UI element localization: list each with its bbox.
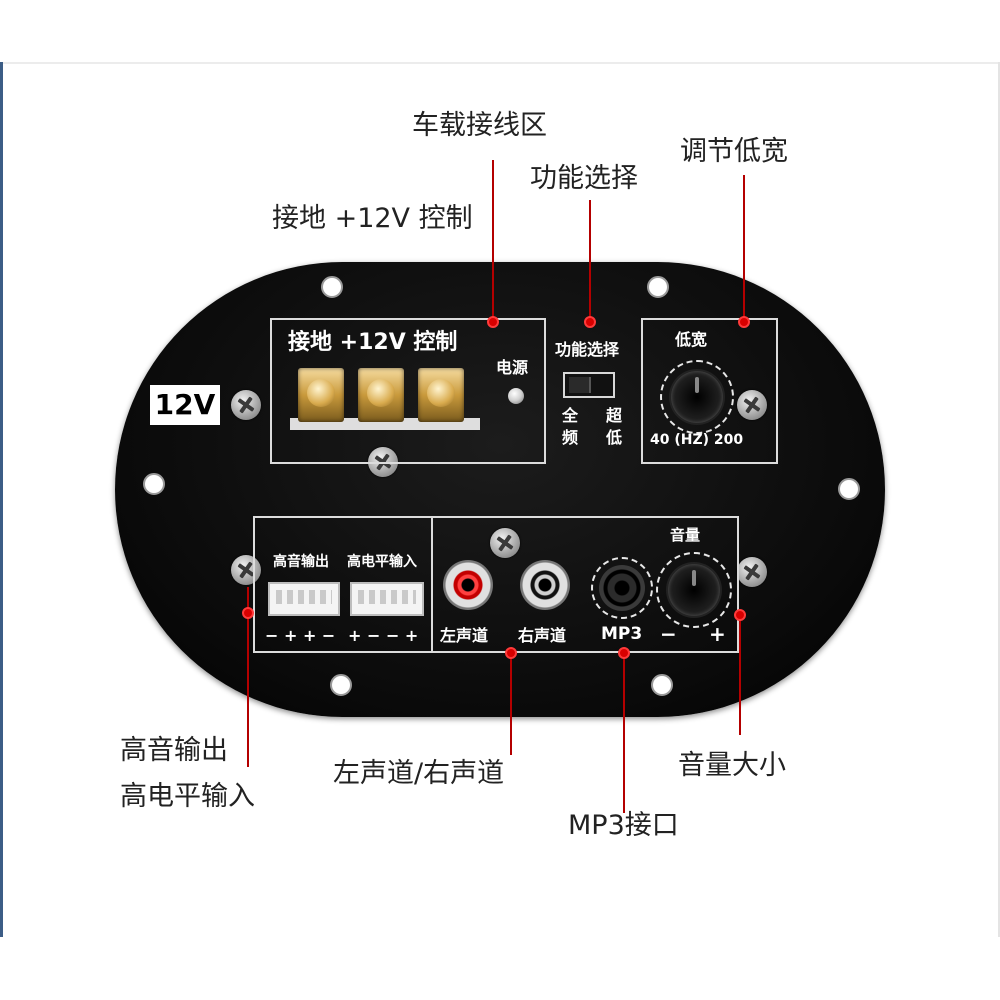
leader-line-function-select: [589, 200, 591, 322]
leader-dot-mp3: [618, 647, 630, 659]
mounting-hole: [838, 478, 860, 500]
callout-volume-size: 音量大小: [678, 750, 786, 781]
mounting-hole: [143, 473, 165, 495]
mp3-label: MP3: [601, 624, 643, 644]
mounting-hole: [647, 276, 669, 298]
power-led: [508, 388, 524, 404]
callout-ground-power-control: 接地 +12V 控制: [272, 203, 473, 234]
ground-terminal[interactable]: [298, 368, 344, 422]
volume-label: 音量: [670, 526, 701, 544]
remote-control-terminal[interactable]: [418, 368, 464, 422]
frame-left-edge: [0, 62, 3, 937]
full-range-label-2: 频: [562, 428, 579, 447]
callout-high-level-in: 高电平输入: [120, 781, 255, 812]
bass-width-knob[interactable]: [671, 371, 723, 423]
leader-dot-wiring-zone: [487, 316, 499, 328]
leader-dot-function-select: [584, 316, 596, 328]
high-level-in-connector[interactable]: [350, 582, 424, 616]
volume-knob-scale: [656, 552, 732, 628]
high-level-in-label: 高电平输入: [347, 554, 417, 570]
callout-function-select: 功能选择: [530, 163, 638, 194]
right-channel-label: 右声道: [518, 626, 567, 645]
leader-dot-bass-width: [738, 316, 750, 328]
full-range-label-1: 全: [562, 406, 579, 425]
audio-input-panel: [431, 516, 739, 653]
terminal-block-panel: [270, 318, 546, 464]
leader-line-mp3: [623, 653, 625, 813]
volume-minus-label: −: [660, 622, 677, 646]
leader-line-wiring-zone: [492, 160, 494, 322]
terminal-header-label: 接地 +12V 控制: [288, 330, 458, 355]
leader-dot-volume: [734, 609, 746, 621]
high-level-polarity: + − − +: [348, 626, 419, 645]
mounting-hole: [330, 674, 352, 696]
sub-bass-label-2: 低: [606, 428, 623, 447]
callout-bass-width-adjust: 调节低宽: [680, 136, 788, 167]
frame-top-edge: [3, 62, 1000, 64]
power-led-label: 电源: [496, 358, 529, 377]
power-12v-terminal[interactable]: [358, 368, 404, 422]
tweeter-out-label: 高音输出: [273, 554, 329, 570]
volume-plus-label: +: [709, 622, 726, 646]
screw-icon: [490, 528, 520, 558]
mounting-hole: [651, 674, 673, 696]
leader-line-volume: [739, 615, 741, 735]
leader-dot-channels: [505, 647, 517, 659]
right-channel-rca-jack[interactable]: [520, 560, 570, 610]
sub-bass-label-1: 超: [606, 406, 623, 425]
tweeter-polarity: − + + −: [265, 626, 336, 645]
leader-line-tweeter: [247, 587, 249, 767]
frame-right-edge: [998, 62, 1000, 937]
screw-icon: [737, 557, 767, 587]
mounting-hole: [321, 276, 343, 298]
mp3-input-jack[interactable]: [599, 565, 645, 611]
screw-icon: [231, 390, 261, 420]
function-switch[interactable]: [563, 372, 615, 398]
function-switch-label: 功能选择: [555, 340, 620, 359]
callout-mp3-port: MP3接口: [568, 810, 679, 841]
bass-width-panel: [641, 318, 778, 464]
amplifier-board: [115, 262, 885, 717]
left-channel-rca-jack[interactable]: [443, 560, 493, 610]
voltage-badge: 12V: [150, 385, 220, 425]
tweeter-out-connector[interactable]: [268, 582, 340, 616]
leader-line-bass-width: [743, 175, 745, 322]
screw-icon: [231, 555, 261, 585]
volume-knob[interactable]: [668, 564, 720, 616]
bass-knob-scale: [660, 360, 734, 434]
leader-line-channels: [510, 653, 512, 755]
callout-left-right-channel: 左声道/右声道: [333, 758, 505, 789]
leader-dot-tweeter: [242, 607, 254, 619]
screw-icon: [737, 390, 767, 420]
left-channel-label: 左声道: [440, 626, 489, 645]
callout-wiring-zone: 车载接线区: [412, 110, 547, 141]
bass-width-label: 低宽: [675, 330, 708, 349]
callout-tweeter-out: 高音输出: [120, 735, 228, 766]
freq-range-label: 40 (HZ) 200: [650, 432, 744, 448]
mp3-jack-ring: [591, 557, 653, 619]
